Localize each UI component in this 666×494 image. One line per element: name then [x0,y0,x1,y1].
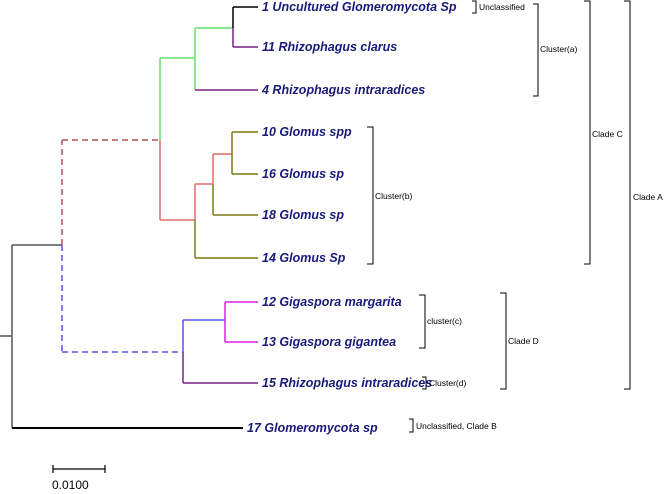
bracket-clade-d [500,292,507,390]
taxon-label-16[interactable]: 16 Glomus sp [262,167,344,181]
label-unclassified: Unclassified [479,2,525,12]
bracket-cluster-a [533,3,539,97]
scale-bar [52,465,106,473]
scale-bar-label: 0.0100 [52,478,89,492]
label-clade-d: Clade D [508,336,539,346]
taxon-label-17[interactable]: 17 Glomeromycota sp [247,421,378,435]
taxon-label-14[interactable]: 14 Glomus Sp [262,251,346,265]
bracket-cluster-d [422,376,427,390]
bracket-clade-a [624,0,631,390]
bracket-clade-b [409,418,414,433]
taxon-label-10[interactable]: 10 Glomus spp [262,125,352,139]
taxon-label-1[interactable]: 1 Uncultured Glomeromycota Sp [262,0,457,14]
label-clade-c: Clade C [592,129,623,139]
group-brackets [367,0,631,433]
bracket-unclassified [472,0,477,14]
label-cluster-d: Cluster(d) [429,378,466,388]
label-clade-b: Unclassified, Clade B [416,421,497,431]
label-cluster-b: Cluster(b) [375,191,412,201]
label-clade-a: Clade A [633,192,663,202]
taxon-label-12[interactable]: 12 Gigaspora margarita [262,295,402,309]
tree-branches [0,6,258,429]
taxon-label-11[interactable]: 11 Rhizophagus clarus [262,40,397,54]
taxon-label-15[interactable]: 15 Rhizophagus intraradices [262,376,432,390]
bracket-clade-c [584,0,591,265]
bracket-cluster-c [419,294,426,349]
taxon-label-18[interactable]: 18 Glomus sp [262,208,344,222]
taxon-labels: 1 Uncultured Glomeromycota Sp 11 Rhizoph… [247,0,457,435]
scale-bar-line [52,465,106,473]
taxon-label-4[interactable]: 4 Rhizophagus intraradices [261,83,425,97]
label-cluster-c: cluster(c) [427,316,462,326]
taxon-label-13[interactable]: 13 Gigaspora gigantea [262,335,396,349]
bracket-cluster-b [367,126,374,265]
group-labels: Unclassified Cluster(a) Cluster(b) clust… [375,2,663,431]
label-cluster-a: Cluster(a) [540,44,577,54]
